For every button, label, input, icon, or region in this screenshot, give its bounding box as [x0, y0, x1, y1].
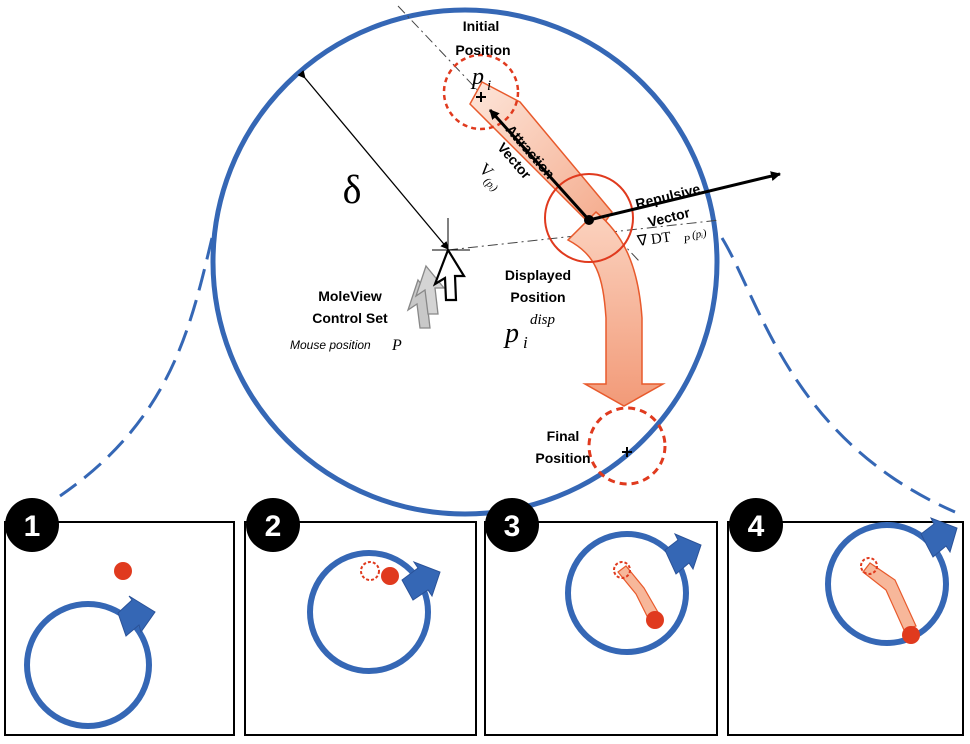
p-i-label: p i	[470, 64, 491, 94]
svg-text:P: P	[391, 337, 402, 354]
moleview-label: MoleView Control Set	[312, 288, 388, 326]
initial-dot-ghost	[360, 561, 380, 581]
svg-text:Displayed: Displayed	[505, 267, 571, 283]
svg-text:Mouse position: Mouse position	[290, 338, 371, 352]
zoom-lead-line-left	[59, 237, 214, 498]
delta-label: δ	[343, 167, 362, 212]
initial-position-label: Initial Position	[455, 18, 510, 58]
svg-text:3: 3	[504, 510, 521, 543]
delta-dimension-arrow	[297, 70, 449, 250]
grad-dt-label: ∇ DT P (pᵢ)	[635, 227, 707, 250]
initial-position-circle	[442, 53, 520, 131]
control-circle	[565, 531, 689, 655]
control-circle	[307, 550, 431, 674]
svg-text:Final: Final	[547, 428, 580, 444]
attraction-vector-arrow	[488, 108, 591, 222]
panel-2	[244, 521, 477, 736]
panel-3	[484, 521, 718, 736]
displayed-position-dot	[584, 215, 594, 225]
cursor-ghost-icon	[406, 264, 446, 329]
arrow-cursor-icon	[401, 560, 441, 601]
control-circle	[825, 522, 949, 646]
svg-text:Initial: Initial	[463, 18, 500, 34]
mouse-cursor-icon	[432, 247, 466, 302]
svg-text:i: i	[487, 78, 491, 94]
panel-1	[4, 521, 235, 736]
arrow-cursor-icon	[920, 517, 958, 558]
svg-text:i: i	[523, 333, 528, 352]
svg-text:4: 4	[748, 510, 765, 543]
axis-line-horizontal	[447, 219, 721, 251]
svg-text:1: 1	[24, 510, 41, 543]
target-dot	[646, 611, 664, 629]
step-badge-2: 2	[246, 498, 300, 552]
svg-text:Position: Position	[510, 289, 565, 305]
displayed-position-circle	[544, 173, 634, 263]
svg-text:∇ DT: ∇ DT	[635, 229, 672, 250]
arrow-cursor-icon	[664, 533, 702, 575]
control-circle	[24, 601, 152, 729]
svg-text:p: p	[470, 64, 484, 90]
arrow-cursor-icon	[117, 595, 156, 637]
svg-text:disp: disp	[530, 312, 556, 328]
control-set-circle	[210, 7, 720, 517]
motion-trail	[862, 562, 917, 631]
svg-text:p: p	[503, 318, 519, 349]
panel-4	[727, 517, 964, 736]
svg-text:P: P	[682, 234, 692, 247]
final-position-label: Final Position	[535, 428, 590, 466]
svg-text:(pᵢ): (pᵢ)	[691, 227, 707, 241]
motion-path-arrow	[566, 210, 666, 407]
initial-position-cross	[476, 92, 486, 102]
svg-text:MoleView: MoleView	[318, 288, 382, 304]
zoom-lead-line-right	[720, 237, 956, 514]
step-badge-4: 4	[729, 498, 783, 552]
svg-text:Control Set: Control Set	[312, 310, 388, 326]
svg-text:Position: Position	[455, 42, 510, 58]
target-dot	[381, 567, 399, 585]
svg-text:Position: Position	[535, 450, 590, 466]
displayed-position-label: Displayed Position	[505, 267, 571, 305]
svg-text:2: 2	[265, 510, 282, 543]
repulsive-vector-arrow	[588, 171, 781, 222]
p-disp-label: p i disp	[503, 312, 556, 352]
step-badge-1: 1	[5, 498, 59, 552]
final-position-circle	[587, 406, 667, 486]
initial-dot-ghost	[613, 561, 631, 579]
initial-dot-ghost	[860, 557, 878, 575]
final-position-cross	[622, 447, 632, 457]
step-badge-3: 3	[485, 498, 539, 552]
mouse-position-label: Mouse position P	[290, 337, 402, 354]
target-dot	[114, 562, 132, 580]
target-dot	[902, 626, 920, 644]
